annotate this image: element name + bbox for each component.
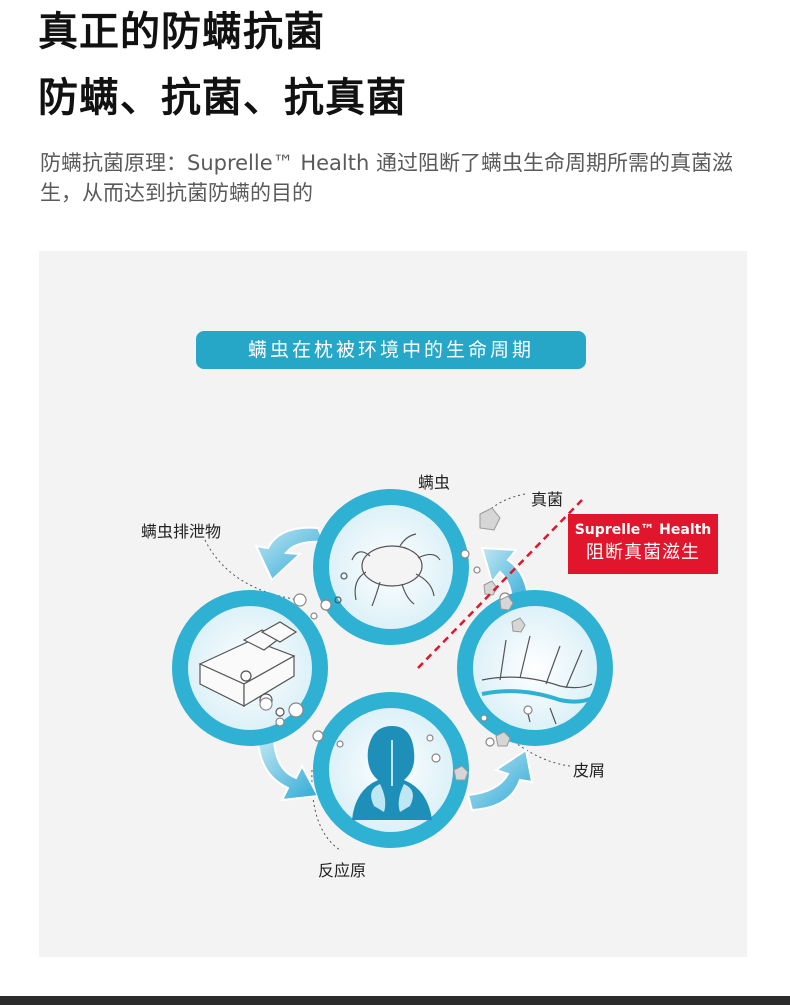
particles bbox=[259, 549, 533, 763]
arrow-bed-to-lungs bbox=[256, 739, 320, 802]
fungi-spore-icons bbox=[453, 507, 526, 781]
suprelle-callout: Suprelle™ Health 阻断真菌滋生 bbox=[568, 514, 718, 574]
excrement-leader-line bbox=[204, 539, 301, 601]
arrow-mite-to-bed bbox=[254, 526, 326, 582]
callout-text: 阻断真菌滋生 bbox=[586, 542, 700, 563]
label-skin-flakes: 皮屑 bbox=[573, 761, 606, 780]
label-mite-excrement: 螨虫排泄物 bbox=[141, 522, 222, 541]
callout-brand: Suprelle™ Health bbox=[574, 522, 712, 538]
lifecycle-banner: 螨虫在枕被环境中的生命周期 bbox=[196, 331, 586, 369]
skin-layer-icon bbox=[481, 635, 593, 725]
label-mite: 螨虫 bbox=[418, 473, 451, 492]
fungi-leader-line bbox=[491, 493, 526, 509]
arrow-lungs-to-skin bbox=[466, 748, 534, 812]
page-subtitle: 防螨、抗菌、抗真菌 bbox=[38, 75, 407, 121]
dust-mite-icon bbox=[334, 533, 441, 607]
allergen-leader-line bbox=[311, 769, 341, 851]
label-allergen: 反应原 bbox=[318, 861, 367, 880]
bottom-divider bbox=[0, 996, 790, 1005]
bed-icon bbox=[198, 621, 298, 717]
fungi-block-line bbox=[417, 499, 583, 669]
skin-leader-line bbox=[511, 739, 571, 767]
principle-description: 防螨抗菌原理：Suprelle™ Health 通过阻断了螨虫生命周期所需的真菌… bbox=[40, 151, 733, 205]
label-fungi: 真菌 bbox=[531, 490, 564, 509]
human-lungs-icon bbox=[352, 726, 432, 820]
page-title: 真正的防螨抗菌 bbox=[38, 9, 325, 55]
